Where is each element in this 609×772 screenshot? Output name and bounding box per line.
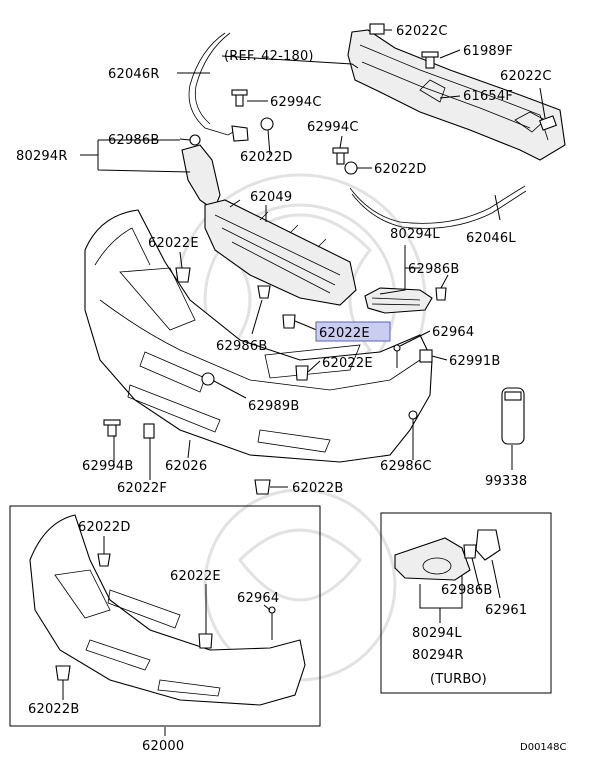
label-62022E-left: 62022E	[148, 236, 199, 251]
strip-62046L	[349, 185, 526, 224]
leader-lines	[80, 29, 546, 488]
label-62994C-a: 62994C	[270, 95, 322, 110]
inset-label-80294L: 80294L	[412, 626, 462, 641]
label-62022D-a: 62022D	[240, 150, 293, 165]
label-62022D-b: 62022D	[374, 162, 427, 177]
label-62049: 62049	[250, 190, 292, 205]
inset-label-62986B: 62986B	[441, 583, 492, 598]
inset-label-turbo: (TURBO)	[430, 672, 487, 687]
bumper-cover-62026	[84, 209, 433, 463]
label-62046L: 62046L	[466, 231, 516, 246]
grille-62049	[204, 199, 357, 306]
label-62022F: 62022F	[117, 481, 167, 496]
label-62986C: 62986C	[380, 459, 432, 474]
inset-label-80294R: 80294R	[412, 648, 464, 663]
label-62994C-b: 62994C	[307, 120, 359, 135]
inset-label-62000: 62000	[142, 739, 184, 754]
label-80294L: 80294L	[390, 227, 440, 242]
inset-right: 62986B 62961 80294L 80294R (TURBO)	[380, 512, 552, 694]
highlight-box	[315, 321, 391, 342]
bumper-reinforcement	[347, 23, 566, 161]
footer-code: D00148C	[520, 742, 567, 753]
label-62986B-right: 62986B	[408, 262, 459, 277]
label-99338: 99338	[485, 474, 527, 489]
label-62022E-highlighted: 62022E	[319, 326, 370, 341]
part-labels: 62022C 61989F 62022C 61654F (REF. 42-180…	[16, 24, 552, 496]
side-bracket-80294L	[364, 287, 433, 314]
strip-62046R	[188, 32, 241, 136]
label-61654F: 61654F	[463, 89, 513, 104]
inset-left: 62022D 62022E 62964 62022B 62000	[9, 505, 321, 754]
inset-label-62022B: 62022B	[28, 702, 79, 717]
label-62986B-top: 62986B	[108, 133, 159, 148]
label-62022B: 62022B	[292, 481, 343, 496]
label-62964: 62964	[432, 325, 474, 340]
label-61989F: 61989F	[463, 44, 513, 59]
inset-label-62022D: 62022D	[78, 520, 131, 535]
inset-label-62964: 62964	[237, 591, 279, 606]
side-bracket-80294R	[181, 144, 221, 211]
label-62989B: 62989B	[248, 399, 299, 414]
label-80294R: 80294R	[16, 149, 68, 164]
label-62022C-right: 62022C	[500, 69, 552, 84]
label-62046R: 62046R	[108, 67, 160, 82]
fastener-glyphs	[103, 51, 525, 495]
label-ref: (REF. 42-180)	[224, 49, 314, 64]
label-62986B-mid: 62986B	[216, 339, 267, 354]
inset-label-62022E: 62022E	[170, 569, 221, 584]
label-62991B: 62991B	[449, 354, 500, 369]
label-62022E-mid: 62022E	[322, 356, 373, 371]
inset-label-62961: 62961	[485, 603, 527, 618]
label-62026: 62026	[165, 459, 207, 474]
label-62994B: 62994B	[82, 459, 133, 474]
label-62022C-top: 62022C	[396, 24, 448, 39]
